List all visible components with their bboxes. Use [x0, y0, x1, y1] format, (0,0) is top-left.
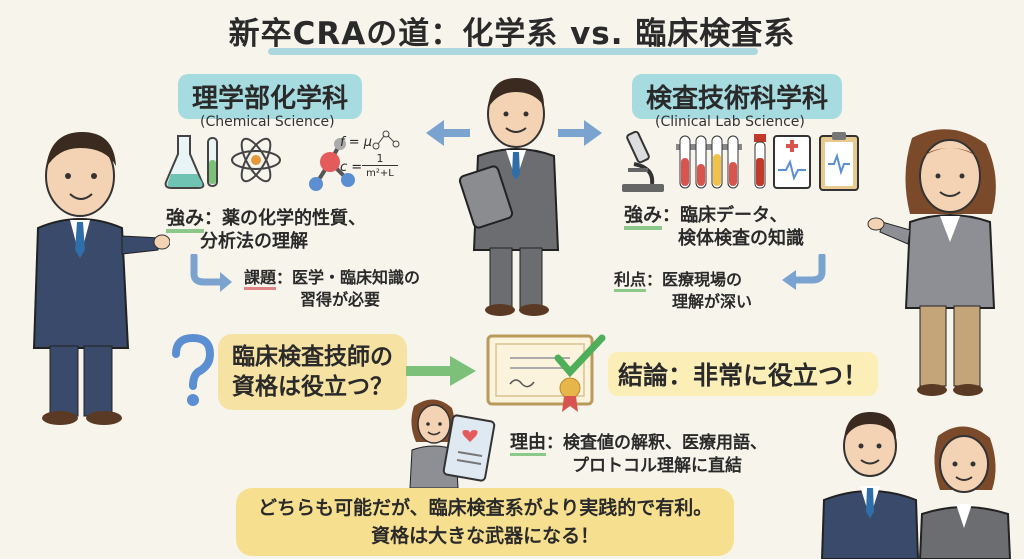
question-mark-icon [172, 334, 215, 406]
question-box: 臨床検査技師の 資格は役立つ？ [218, 334, 407, 410]
right-strength-line-2: 検体検査の知識 [678, 228, 804, 249]
clipboard-icon [819, 132, 859, 191]
left-issue-line-2: 習得が必要 [300, 290, 381, 309]
left-strength-line-1: ：薬の化学的性質、 [204, 208, 367, 229]
reason-line-1: ：検査値の解釈、医療用語、 [546, 433, 767, 453]
left-strength-label: 強み [166, 207, 205, 233]
left-issue: 課題：医学・臨床知識の [244, 264, 420, 290]
left-strength: 強み：薬の化学的性質、 [166, 203, 367, 233]
man-presenting-illustration [32, 132, 170, 425]
conclusion-text: 結論：非常に役立つ！ [608, 352, 879, 396]
flask-icon [164, 135, 218, 189]
left-issue-label: 課題 [244, 268, 277, 290]
question-line-2: 資格は役立つ？ [232, 374, 393, 400]
formula-line-2: c = [340, 160, 363, 175]
arrow-left-icon [426, 120, 470, 146]
left-strength-line-2: 分析法の理解 [200, 231, 308, 252]
title-underline [268, 48, 758, 55]
lab-icons [622, 130, 859, 192]
right-subheading: (Clinical Lab Science) [655, 114, 805, 130]
curved-arrow-left-icon [782, 254, 826, 290]
woman-with-clipboard-illustration [409, 399, 496, 488]
molecule-icon [309, 138, 355, 191]
reason-label: 理由 [510, 432, 546, 456]
right-merit-label: 利点 [614, 270, 647, 292]
right-merit-line-1: ：医療現場の [646, 270, 743, 289]
medical-chart-icon [773, 135, 811, 189]
reason-line-2: プロトコル理解に直結 [572, 456, 742, 476]
right-strength-label: 強み [624, 204, 663, 230]
curved-arrow-icon [190, 254, 232, 292]
right-heading: 検査技術科学科 [632, 74, 843, 119]
left-heading: 理学部化学科 [178, 74, 363, 119]
microscope-icon [622, 130, 664, 192]
woman-presenting-illustration [867, 129, 996, 396]
certificate-icon [486, 334, 606, 412]
right-merit-line-2: 理解が深い [672, 292, 753, 311]
summary-line-1: どちらも可能だが、臨床検査系がより実践的で有利。 [258, 497, 713, 519]
summary-box: どちらも可能だが、臨床検査系がより実践的で有利。 資格は大きな武器になる！ [236, 488, 735, 556]
arrow-right-icon [558, 120, 602, 146]
left-subheading: (Chemical Science) [200, 114, 335, 130]
reason: 理由：検査値の解釈、医療用語、 [510, 428, 767, 456]
network-icon [372, 130, 400, 150]
question-line-1: 臨床検査技師の [232, 344, 393, 370]
chemistry-icons [164, 135, 355, 191]
right-strength: 強み：臨床データ、 [624, 200, 788, 230]
left-issue-line-1: ：医学・臨床知識の [276, 268, 421, 287]
formula-numerator: 1 [362, 152, 398, 166]
two-professionals-illustration [820, 412, 1012, 559]
atom-icon [231, 137, 281, 183]
arrow-right-green-icon [406, 356, 476, 386]
right-strength-line-1: ：臨床データ、 [662, 205, 788, 226]
formula-line-1: f = μ [340, 135, 373, 150]
formula-denominator: m²+L [366, 168, 394, 179]
page-title: 新卒CRAの道：化学系 vs. 臨床検査系 [228, 16, 796, 52]
man-with-tablet-illustration [458, 78, 560, 316]
right-merit: 利点：医療現場の [614, 266, 742, 292]
summary-line-2: 資格は大きな武器になる！ [371, 525, 600, 547]
blood-tube-icon [754, 134, 766, 189]
test-tubes-icon [676, 135, 742, 189]
